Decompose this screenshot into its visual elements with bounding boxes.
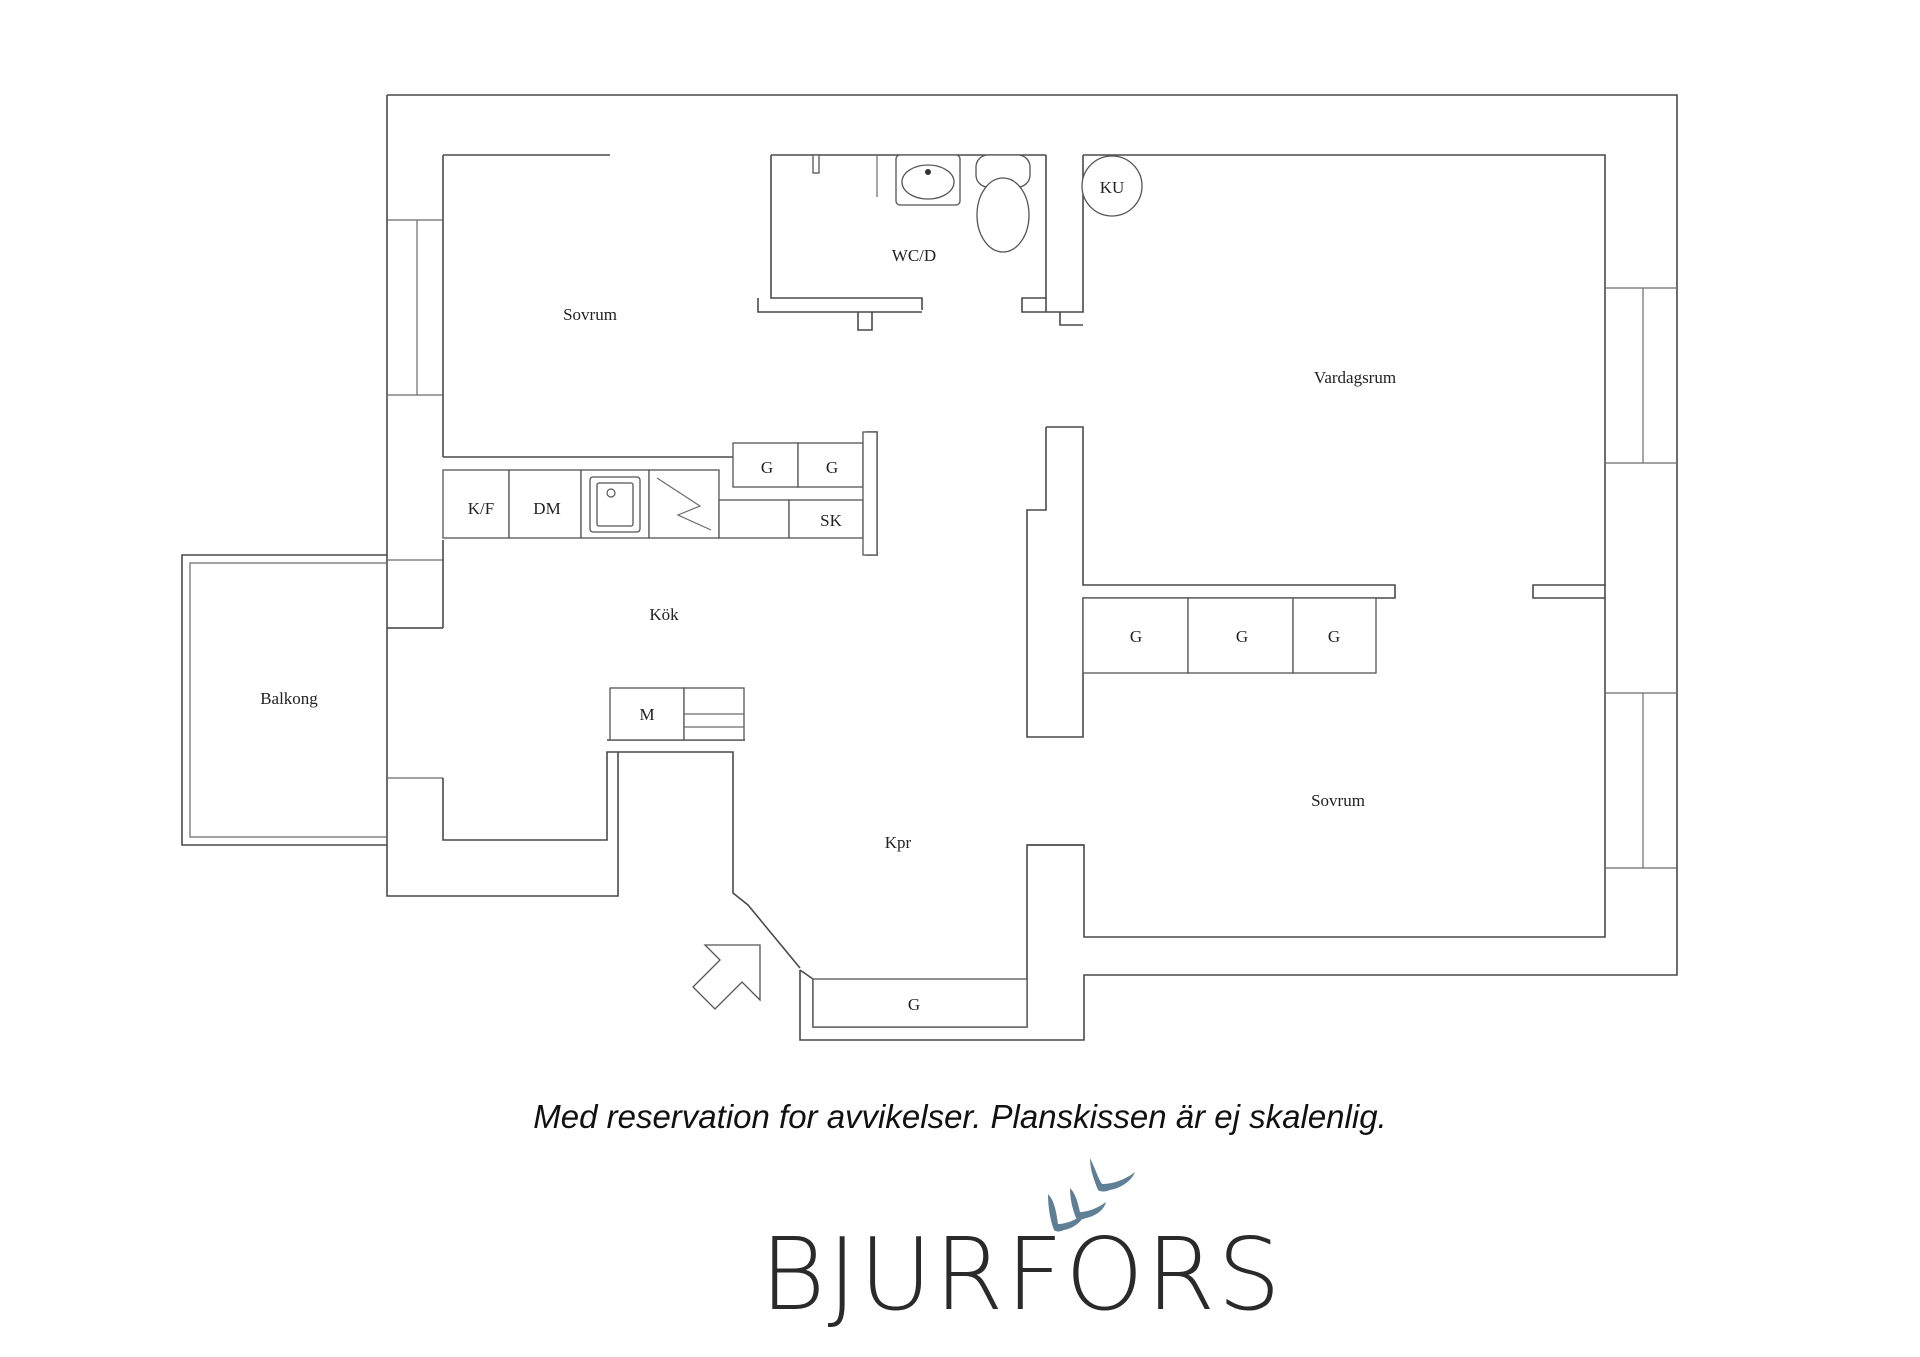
room-labels: Sovrum WC/D KU Vardagsrum Kök Balkong Kp… (260, 178, 1396, 852)
bathroom-fixtures (812, 154, 1143, 253)
wardrobes (609, 597, 1377, 1028)
wardrobe-2 (1187, 597, 1294, 674)
room-label-wc: WC/D (892, 246, 936, 265)
fixture-label-sk: SK (820, 511, 842, 530)
fixture-label-g: G (826, 458, 838, 477)
room-label-kpr: Kpr (885, 833, 912, 852)
fixture-label-kf: K/F (468, 499, 494, 518)
wardrobe-3 (1292, 597, 1377, 674)
ku-unit-icon (1081, 155, 1143, 217)
upper-cabinet-2 (797, 442, 864, 488)
dm-cabinet (508, 469, 582, 539)
fixture-label-g: G (761, 458, 773, 477)
interior-walls (387, 155, 1606, 969)
upper-cabinet-1 (732, 442, 799, 488)
bird-logo-icon (1048, 1158, 1135, 1232)
shower-head-icon (812, 154, 820, 174)
brand-logo: BJURFORS (760, 1216, 1283, 1333)
fixture-label-g: G (1328, 627, 1340, 646)
room-label-kok: Kök (649, 605, 679, 624)
fixture-label-dm: DM (533, 499, 560, 518)
fixture-label-g: G (1130, 627, 1142, 646)
kitchen-counters (442, 431, 878, 556)
room-label-sovrum-2: Sovrum (1311, 791, 1365, 810)
entrance-arrow-icon (692, 944, 761, 1010)
room-label-balkong: Balkong (260, 689, 318, 708)
balcony (181, 554, 387, 846)
kf-cabinet (442, 469, 510, 539)
fixture-label-m: M (639, 705, 654, 724)
exterior-walls (386, 94, 1678, 1041)
sk-cabinet (788, 499, 864, 539)
m-cabinet (609, 687, 685, 741)
disclaimer-text: Med reservation for avvikelser. Planskis… (533, 1098, 1387, 1135)
room-label-ku: KU (1100, 178, 1125, 197)
fixture-labels: K/F DM G G SK M G G G G (468, 458, 1340, 1014)
fixture-label-g: G (1236, 627, 1248, 646)
room-label-sovrum: Sovrum (563, 305, 617, 324)
room-label-vardagsrum: Vardagsrum (1314, 368, 1396, 387)
hall-wardrobe (812, 978, 1028, 1028)
floor-plan: Sovrum WC/D KU Vardagsrum Kök Balkong Kp… (181, 94, 1678, 1041)
fixture-label-g: G (908, 995, 920, 1014)
toilet-bowl-icon (976, 177, 1030, 253)
